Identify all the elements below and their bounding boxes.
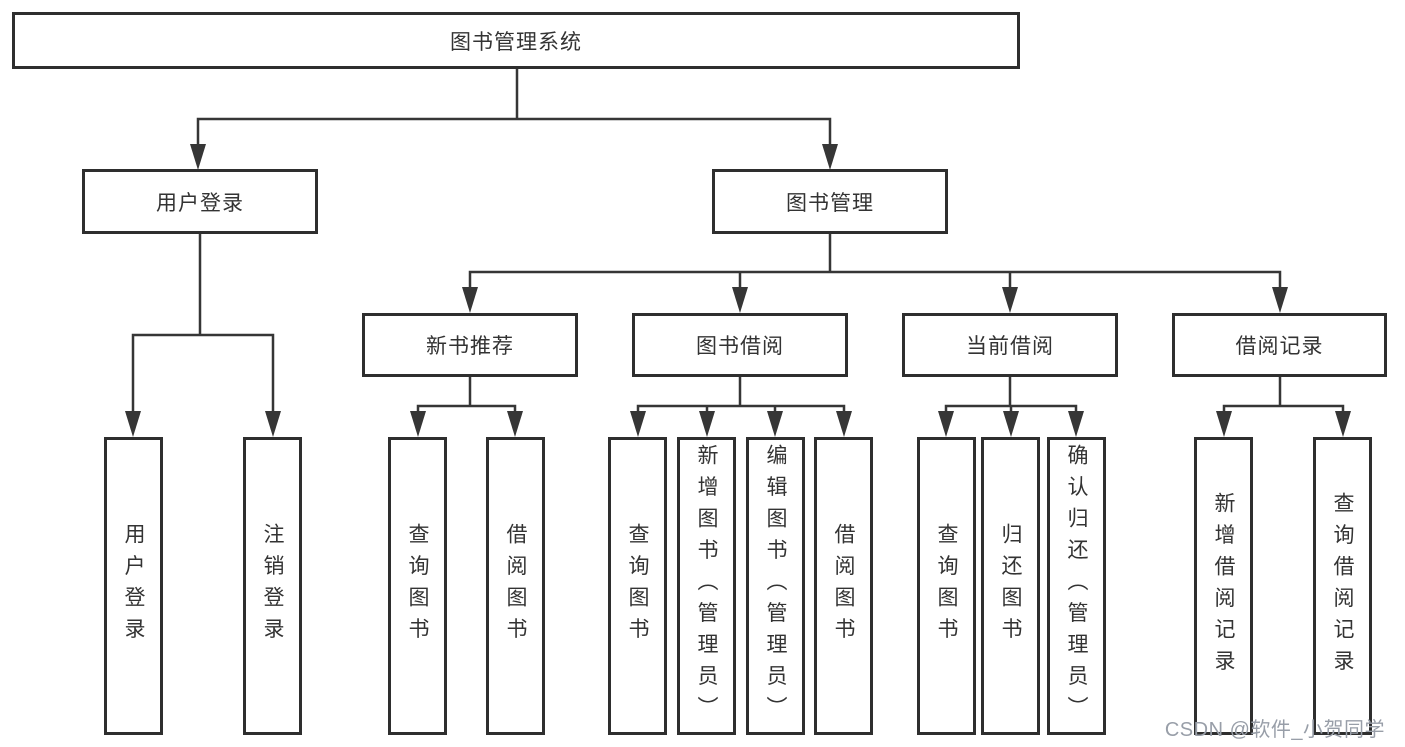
connector-user-login-to-leaves [125,233,281,437]
connector-new-book-recommend-to-leaves [410,377,523,437]
node-current-borrow: 当前借阅 [902,313,1118,377]
leaf-query-books-borrow-label: 查询图书 [626,523,649,649]
watermark: CSDN @软件_小贺同学 [1164,719,1385,741]
leaf-borrow-books-recommend-label: 借阅图书 [504,523,527,649]
leaf-user-login-label: 用户登录 [122,523,145,649]
connector-book-borrow-to-leaves [630,377,852,437]
leaf-add-borrow-record-label: 新增借阅记录 [1212,491,1235,681]
node-root: 图书管理系统 [12,12,1020,69]
leaf-query-books-current-label: 查询图书 [935,523,958,649]
connector-book-management-to-level3 [462,233,1288,313]
node-user-login: 用户登录 [82,169,318,234]
leaf-add-borrow-record: 新增借阅记录 [1194,437,1253,735]
leaf-edit-book-admin-label: 编辑图书（管理员） [764,444,787,728]
leaf-query-borrow-record-label: 查询借阅记录 [1331,491,1354,681]
leaf-query-books-recommend-label: 查询图书 [406,523,429,649]
node-new-book-recommend: 新书推荐 [362,313,578,377]
leaf-confirm-return-admin-label: 确认归还（管理员） [1065,444,1088,728]
leaf-query-borrow-record: 查询借阅记录 [1313,437,1372,735]
leaf-logout: 注销登录 [243,437,302,735]
leaf-query-books-current: 查询图书 [917,437,976,735]
leaf-edit-book-admin: 编辑图书（管理员） [746,437,805,735]
leaf-return-book: 归还图书 [981,437,1040,735]
leaf-query-books-recommend: 查询图书 [388,437,447,735]
leaf-borrow-books-label: 借阅图书 [832,523,855,649]
node-borrow-records: 借阅记录 [1172,313,1387,377]
connector-borrow-records-to-leaves [1216,377,1351,437]
leaf-confirm-return-admin: 确认归还（管理员） [1047,437,1106,735]
connector-current-borrow-to-leaves [938,377,1084,437]
leaf-logout-label: 注销登录 [261,523,284,649]
leaf-borrow-books: 借阅图书 [814,437,873,735]
leaf-query-books-borrow: 查询图书 [608,437,667,735]
leaf-user-login: 用户登录 [104,437,163,735]
leaf-add-book-admin: 新增图书（管理员） [677,437,736,735]
connector-root-to-level2 [190,68,838,170]
node-book-borrow: 图书借阅 [632,313,848,377]
node-book-management: 图书管理 [712,169,948,234]
leaf-borrow-books-recommend: 借阅图书 [486,437,545,735]
leaf-add-book-admin-label: 新增图书（管理员） [695,444,718,728]
leaf-return-book-label: 归还图书 [999,523,1022,649]
